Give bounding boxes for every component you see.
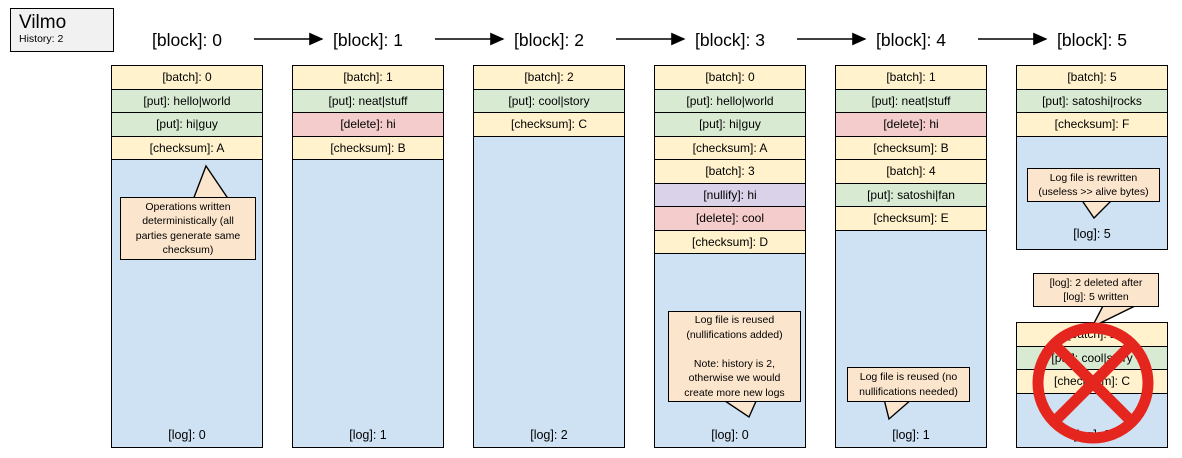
op-row: [put]: satoshi|fan [836,183,986,207]
op-row: [batch]: 3 [655,160,805,184]
log-area-label: [log]: 5 [1073,227,1111,241]
op-row: [checksum]: C [1017,370,1167,394]
callout-log-rewritten: Log file is rewritten (useless >> alive … [1027,168,1160,202]
op-row: [put]: hi|guy [112,113,262,137]
app-title-box: Vilmo History: 2 [10,8,114,52]
log-area-label: [log]: 0 [711,428,749,442]
block-header-4: [block]: 4 [875,30,947,50]
op-row: [put]: hello|world [655,89,805,113]
log-area-label: [log]: 0 [168,428,206,442]
op-row: [put]: cool|story [474,89,624,113]
op-row: [batch]: 4 [836,160,986,184]
op-row: [put]: hi|guy [655,113,805,137]
op-row: [checksum]: E [836,207,986,231]
app-title: Vilmo [19,12,67,33]
app-subtitle: History: 2 [19,33,64,45]
callout-log-deleted: [log]: 2 deleted after [log]: 5 written [1033,273,1159,307]
block-header-5: [block]: 5 [1056,30,1128,50]
op-row: [delete]: cool [655,207,805,231]
op-row: [put]: satoshi|rocks [1017,89,1167,113]
op-row: [put]: cool|story [1017,346,1167,370]
block-header-2: [block]: 2 [513,30,585,50]
callout-log-reused: Log file is reused (no nullifications ne… [847,367,970,402]
op-row: [put]: hello|world [112,89,262,113]
op-row: [checksum]: C [474,113,624,137]
log-area-label: [log]: 2 [1073,428,1111,442]
callout-log-reused-nullifications: Log file is reused (nullifications added… [668,311,801,402]
op-row: [checksum]: F [1017,113,1167,137]
block-column-5: [batch]: 5 [put]: satoshi|rocks [checksu… [1016,65,1168,250]
log-area-label: [log]: 2 [530,428,568,442]
op-row: [batch]: 0 [655,66,805,90]
op-row: [batch]: 2 [474,66,624,90]
block-header-1: [block]: 1 [332,30,404,50]
op-row: [batch]: 2 [1017,323,1167,347]
block-column-1: [batch]: 1 [put]: neat|stuff [delete]: h… [292,65,444,448]
op-row: [put]: neat|stuff [836,89,986,113]
block-column-2: [batch]: 2 [put]: cool|story [checksum]:… [473,65,625,448]
block-header-3: [block]: 3 [694,30,766,50]
op-row: [nullify]: hi [655,183,805,207]
op-row: [put]: neat|stuff [293,89,443,113]
op-row: [checksum]: D [655,230,805,254]
block-header-0: [block]: 0 [151,30,223,50]
op-row: [checksum]: B [293,136,443,160]
op-row: [checksum]: A [655,136,805,160]
op-row: [batch]: 1 [293,66,443,90]
op-row: [checksum]: B [836,136,986,160]
log-area-label: [log]: 1 [349,428,387,442]
op-row: [delete]: hi [293,113,443,137]
callout-deterministic: Operations written deterministically (al… [120,197,256,260]
op-row: [delete]: hi [836,113,986,137]
op-row: [batch]: 1 [836,66,986,90]
op-row: [checksum]: A [112,136,262,160]
deleted-stack: [batch]: 2 [put]: cool|story [checksum]:… [1016,322,1168,448]
op-row: [batch]: 5 [1017,66,1167,90]
op-row: [batch]: 0 [112,66,262,90]
log-area-label: [log]: 1 [892,428,930,442]
